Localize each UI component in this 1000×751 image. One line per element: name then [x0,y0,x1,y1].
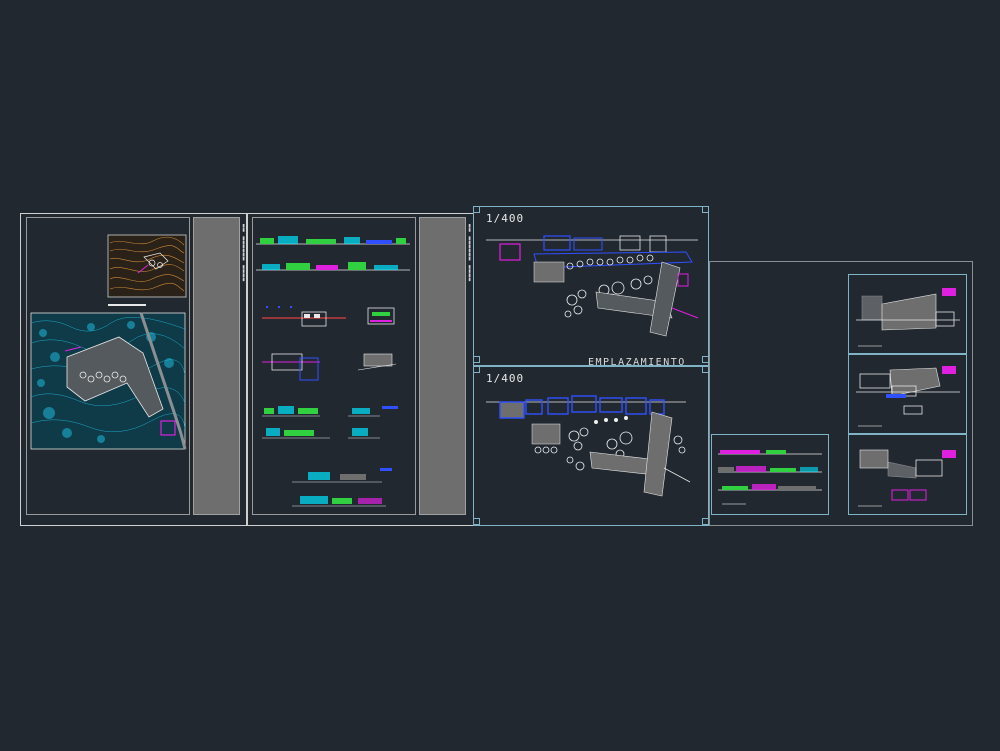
detail-b-drawing [856,366,960,427]
topography-scale-bar [108,304,146,306]
sheet-detail-c[interactable] [848,434,967,515]
sheet-corner-tick [702,518,709,525]
sheet-corner-tick [702,206,709,213]
sheet-corner-tick [702,366,709,373]
floor-plan-lower [486,395,691,497]
plan-upper-title: EMPLAZAMIENTO [588,357,686,368]
elevations-small-drawing [718,450,822,505]
sheet-detail-b[interactable] [848,354,967,434]
floor-plan-upper [486,235,699,337]
sheet-site[interactable] [20,213,248,526]
sheet-corner-tick [473,206,480,213]
sheet-corner-tick [473,366,480,373]
elevation-strips [256,236,410,271]
sheet-sections-title-band [419,217,466,515]
sheet-sections-frame [252,217,416,515]
sheet-elevations-small[interactable] [711,434,829,515]
sheet-site-title-band [193,217,240,515]
sheet-plan-upper[interactable] [473,206,709,366]
sheet-corner-tick [702,356,709,363]
sheet-detail-a[interactable] [848,274,967,354]
sheet-corner-tick [473,356,480,363]
plan-lower-scale: 1/400 [486,372,525,385]
topography-map [107,234,187,298]
sheet-corner-tick [473,518,480,525]
site-plan-map [30,312,187,450]
plan-upper-scale: 1/400 [486,212,525,225]
detail-a-drawing [856,288,960,347]
sheet-right-group[interactable] [709,261,973,526]
sheet-site-frame [26,217,190,515]
section-details [262,306,398,507]
sheet-sections-vertical-label: ▬▬ ▬▬▬▬▬▬ ▬▬▬▬ [466,224,473,282]
sheet-plan-lower[interactable] [473,366,709,526]
detail-c-drawing [858,449,956,507]
